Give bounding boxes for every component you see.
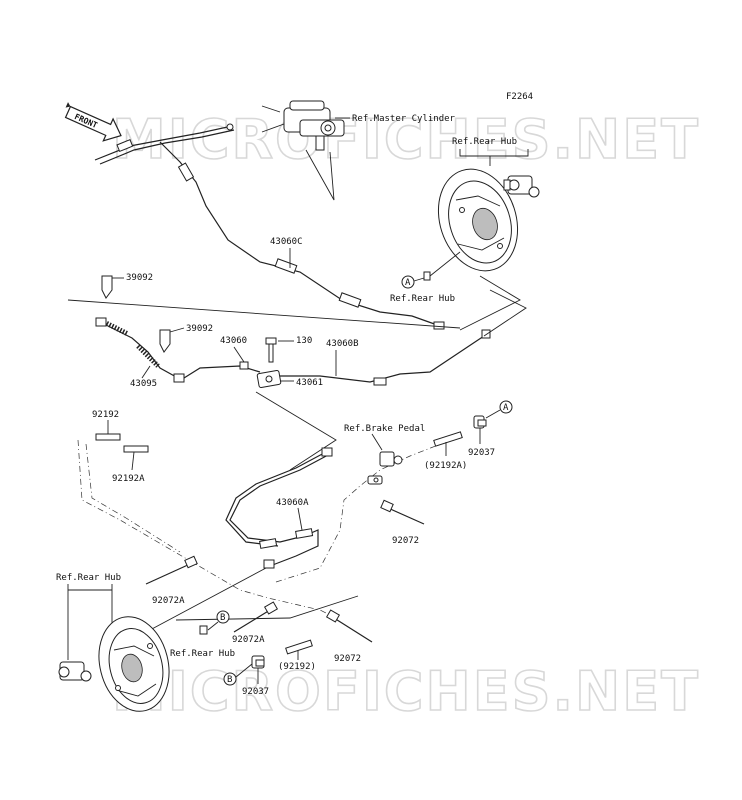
master-cylinder	[261, 100, 345, 151]
wheel-cylinder-top	[503, 175, 540, 198]
callout-b-mid: B	[216, 610, 230, 624]
ref-master-cylinder: Ref.Master Cylinder	[352, 114, 456, 124]
front-arrow-icon: FRONT	[64, 102, 122, 142]
label-43061: 43061	[296, 378, 323, 388]
label-92072-right: 92072	[392, 536, 419, 546]
clips-39092	[101, 275, 171, 353]
label-92192: 92192	[92, 410, 119, 420]
label-43060b: 43060B	[326, 339, 359, 349]
ref-rear-hub-top: Ref.Rear Hub	[452, 137, 517, 147]
cable-tie-92072-right	[380, 499, 425, 525]
cable-tie-92072a-mid	[233, 601, 279, 633]
label-130: 130	[296, 336, 312, 346]
label-92072a-mid: 92072A	[232, 635, 265, 645]
label-43060c: 43060C	[270, 237, 303, 247]
callout-a-top: A	[401, 275, 415, 289]
cable-tie-92072-bottom	[325, 609, 373, 643]
callout-a-right: A	[499, 400, 513, 414]
rear-hub-drum-top	[437, 168, 519, 272]
label-43095: 43095	[130, 379, 157, 389]
wheel-cylinder-bottom	[58, 661, 92, 682]
label-92192a-paren: (92192A)	[424, 461, 467, 471]
label-43060a: 43060A	[276, 498, 309, 508]
svg-text:B: B	[220, 613, 225, 623]
svg-text:A: A	[503, 403, 509, 413]
label-92192a: 92192A	[112, 474, 145, 484]
label-92072-bottom: 92072	[334, 654, 361, 664]
label-39092-1: 39092	[126, 273, 153, 283]
figure-code: F2264	[506, 92, 533, 102]
nut-92037-top	[473, 415, 487, 429]
watermark-bottom: MICROFICHES.NET	[112, 660, 700, 723]
ref-rear-hub-bottom: Ref.Rear Hub	[170, 649, 235, 659]
callout-b-bottom: B	[223, 672, 237, 686]
brake-line-43060a	[225, 447, 333, 569]
label-92072a-left: 92072A	[152, 596, 185, 606]
cable-tie-92072a-left	[145, 555, 198, 585]
ref-rear-hub-mid: Ref.Rear Hub	[390, 294, 455, 304]
nut-92037-bottom	[251, 655, 265, 669]
brake-hose-43095	[95, 317, 185, 383]
label-92037-bottom: 92037	[242, 687, 269, 697]
junction-43061	[256, 370, 282, 388]
label-92037-top: 92037	[468, 448, 495, 458]
label-92192-paren: (92192)	[278, 662, 316, 672]
bolt-130	[265, 337, 277, 363]
watermark-top: MICROFICHES.NET	[112, 108, 700, 171]
svg-text:B: B	[227, 675, 232, 685]
brake-line-43060	[183, 361, 261, 379]
sleeves-92192	[95, 433, 149, 453]
ref-rear-hub-left: Ref.Rear Hub	[56, 573, 121, 583]
brake-line-43060b	[280, 329, 491, 386]
ref-brake-pedal: Ref.Brake Pedal	[344, 424, 425, 434]
brake-line-43060c	[94, 123, 445, 330]
brake-pedal-link	[367, 451, 403, 485]
label-43060: 43060	[220, 336, 247, 346]
label-39092-2: 39092	[186, 324, 213, 334]
rear-hub-drum-bottom	[98, 616, 170, 712]
svg-text:A: A	[405, 278, 411, 288]
